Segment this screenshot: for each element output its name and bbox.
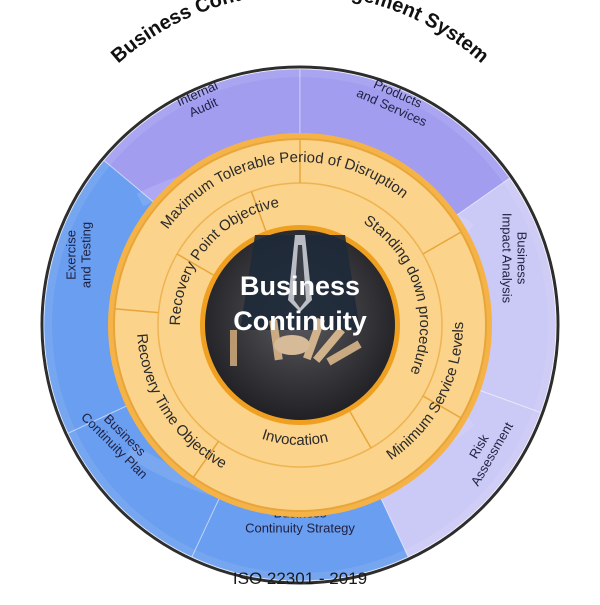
inner-ring-divider: [422, 231, 462, 255]
inner-ring-divider: [192, 440, 220, 478]
iso-standard-label: ISO 22301 - 2019: [233, 569, 367, 588]
diagram-title: Business Continuity Management System: [107, 0, 493, 68]
inner-ring-divider: [349, 411, 372, 449]
inner-ring-divider: [114, 308, 159, 314]
ring-label-invocation: Invocation: [260, 426, 330, 449]
center-circle: Business Continuity: [200, 225, 400, 425]
inner-ring-divider: [422, 395, 462, 419]
outer-ring-outline: [40, 65, 560, 585]
center-title-line1: Business: [240, 271, 360, 301]
center-title-line2: Continuity: [233, 306, 366, 336]
businessman-illustration: [230, 235, 362, 366]
outer-label-business-impact-analysis: BusinessImpact Analysis: [500, 213, 530, 304]
outer-label-exercise-and-testing: Exerciseand Testing: [63, 222, 93, 288]
inner-ring-divider: [176, 253, 214, 276]
inner-ring-divider: [250, 191, 267, 232]
